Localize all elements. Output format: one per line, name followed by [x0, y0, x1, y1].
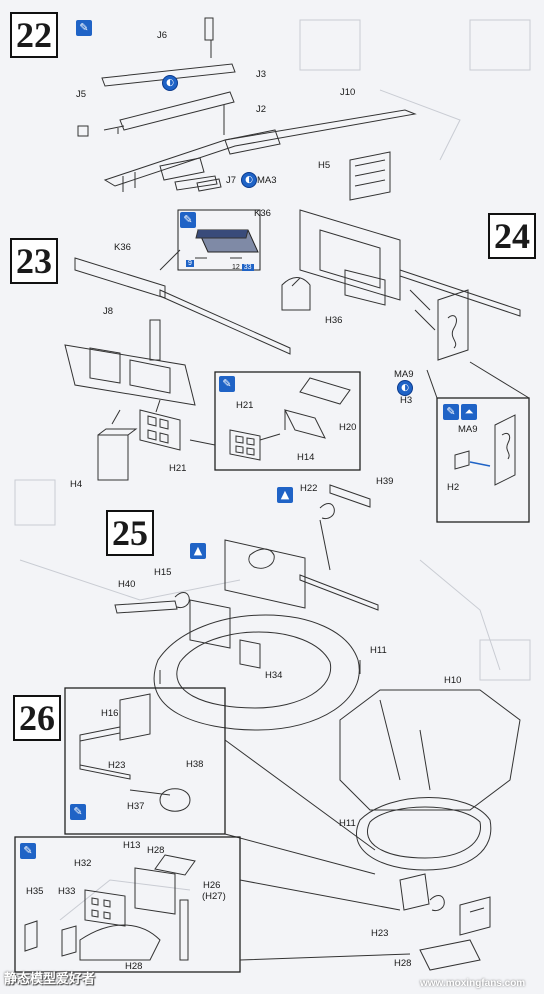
glue-icon: ✎ — [20, 843, 36, 859]
part-label-H28-detail: H28 — [147, 845, 165, 856]
part-label-H16: H16 — [101, 708, 119, 719]
part-label-H32: H32 — [74, 858, 92, 869]
glue-icon: ✎ — [219, 376, 235, 392]
part-label-K36: K36 — [114, 242, 131, 253]
part-label-H15: H15 — [154, 567, 172, 578]
part-label-H26: H26 — [203, 880, 221, 891]
part-label-H36: H36 — [325, 315, 343, 326]
part-label-H22: H22 — [300, 483, 318, 494]
glue-icon: ✎ — [443, 404, 459, 420]
paint-ref-suffix: 33 — [241, 264, 254, 271]
part-label-MA3: MA3 — [257, 175, 277, 186]
paint-ref-number: 12 — [232, 264, 240, 271]
part-label-H33: H33 — [58, 886, 76, 897]
paint-ref-label: 12 33 — [232, 262, 254, 273]
part-label-H35: H35 — [26, 886, 44, 897]
part-label-H28-bottom-detail: H28 — [125, 961, 143, 972]
part-label-MA9-detail: MA9 — [458, 424, 478, 435]
step-number-26: 26 — [13, 695, 61, 741]
paint-icon: ▲ — [190, 543, 206, 559]
part-label-J7: J7 — [226, 175, 237, 186]
part-label-H37: H37 — [127, 801, 145, 812]
part-label-H2: H2 — [447, 482, 460, 493]
part-label-H23-detail: H23 — [108, 760, 126, 771]
watermark-url: www.moxingfans.com — [420, 978, 526, 989]
part-label-H27: (H27) — [202, 891, 226, 902]
part-label-H39: H39 — [376, 476, 394, 487]
part-label-H3: H3 — [400, 395, 413, 406]
do-not-glue-icon: ◐ — [241, 172, 257, 188]
part-label-H10: H10 — [444, 675, 462, 686]
glue-icon: ✎ — [76, 20, 92, 36]
do-not-glue-icon: ◐ — [397, 380, 413, 396]
part-label-MA9: MA9 — [394, 369, 414, 380]
step-number-23: 23 — [10, 238, 58, 284]
part-label-K36-box: K36 — [254, 208, 271, 219]
paint-ref-number: 9 — [186, 260, 194, 267]
step-number-25: 25 — [106, 510, 154, 556]
part-label-H23: H23 — [371, 928, 389, 939]
part-label-J10: J10 — [340, 87, 356, 98]
part-label-H28: H28 — [394, 958, 412, 969]
part-label-H38: H38 — [186, 759, 204, 770]
paint-ref-label: 9 — [186, 258, 194, 269]
watermark-text: 静态模型爱好者 — [4, 971, 96, 986]
part-label-J8: J8 — [103, 306, 114, 317]
part-label-J3: J3 — [256, 69, 267, 80]
part-label-H21-detail: H21 — [236, 400, 254, 411]
glue-icon: ✎ — [180, 212, 196, 228]
part-label-J2: J2 — [256, 104, 267, 115]
part-label-H11: H11 — [370, 645, 387, 656]
glue-icon: ✎ — [70, 804, 86, 820]
align-icon: ⏶ — [461, 404, 477, 420]
part-label-J6: J6 — [157, 30, 168, 41]
do-not-glue-icon: ◐ — [162, 75, 178, 91]
step-number-22: 22 — [10, 12, 58, 58]
part-label-H34: H34 — [265, 670, 283, 681]
part-label-H5: H5 — [318, 160, 331, 171]
part-label-H14: H14 — [297, 452, 315, 463]
part-label-J5: J5 — [76, 89, 87, 100]
part-label-H21: H21 — [169, 463, 187, 474]
step-number-24: 24 — [488, 213, 536, 259]
paint-icon: ▲ — [277, 487, 293, 503]
part-label-H13: H13 — [123, 840, 141, 851]
part-label-H11-turret: H11 — [339, 818, 356, 829]
part-label-H4: H4 — [70, 479, 83, 490]
part-label-H20: H20 — [339, 422, 357, 433]
part-label-H40: H40 — [118, 579, 136, 590]
